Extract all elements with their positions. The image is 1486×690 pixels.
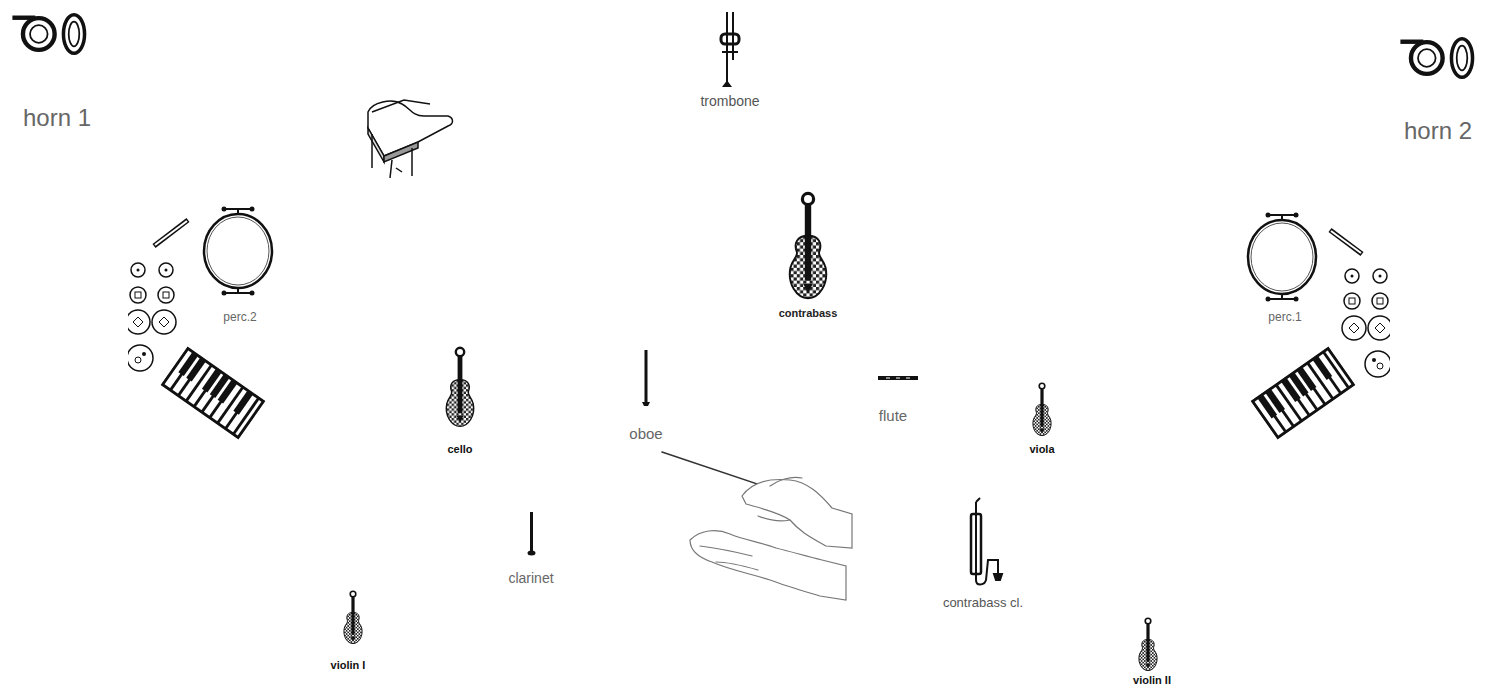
instrument-label: viola: [1029, 443, 1054, 456]
instrument-label: perc.2: [223, 311, 256, 325]
instrument-label: horn 1: [23, 104, 91, 132]
instrument-label: contrabass: [779, 307, 838, 320]
instrument-label: horn 2: [1404, 117, 1472, 145]
instrument-label: clarinet: [508, 570, 553, 586]
instrument-label: violin II: [1133, 674, 1171, 687]
instrument-label: contrabass cl.: [943, 596, 1023, 611]
instrument-label: perc.1: [1268, 311, 1301, 325]
instrument-label: flute: [879, 407, 907, 424]
instrument-label: trombone: [700, 93, 759, 109]
instrument-label: oboe: [629, 425, 662, 442]
instrument-label: violin I: [331, 659, 366, 672]
instrument-label: cello: [447, 443, 472, 456]
